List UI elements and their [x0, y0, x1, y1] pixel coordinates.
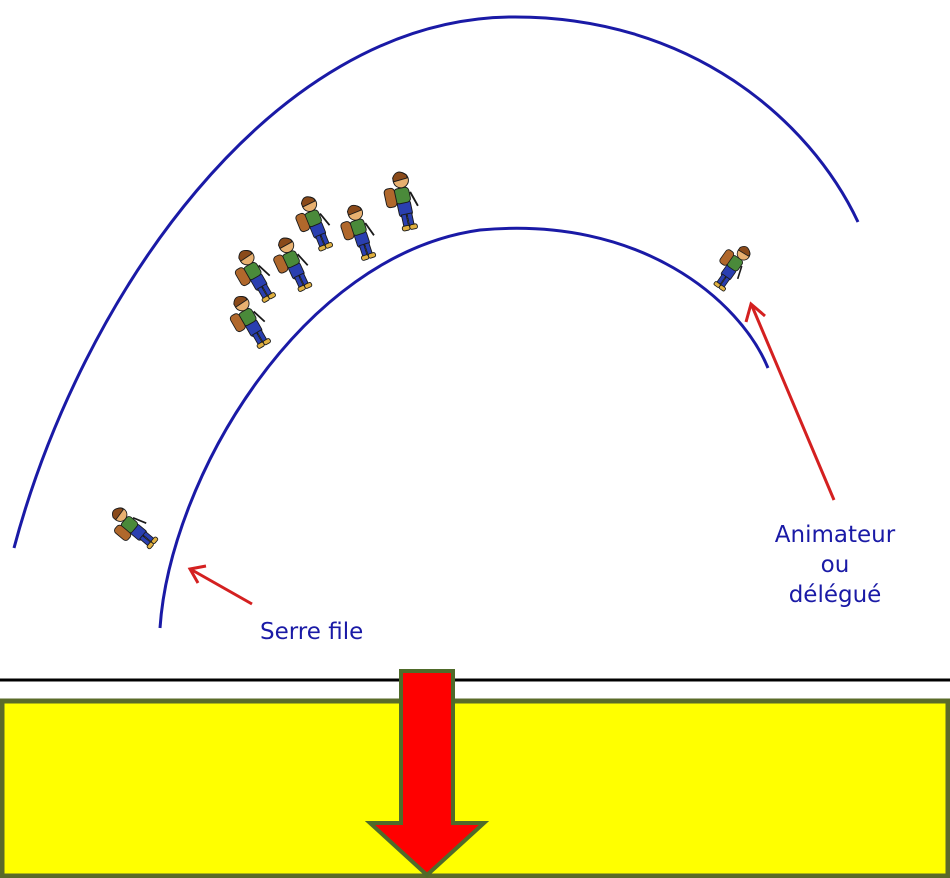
inner-arc-path [158, 226, 770, 629]
red-pointer-arrow-icon [744, 301, 836, 501]
animateur-line-1: Animateur [774, 522, 896, 548]
hiker-icon [288, 191, 339, 257]
red-pointer-arrow-icon [187, 564, 253, 606]
yellow-panel [0, 698, 950, 878]
hiker-icon [265, 232, 318, 298]
hiker-icon [379, 168, 424, 235]
hiker-icon [102, 501, 163, 558]
animateur-line-3: délégué [788, 582, 882, 608]
big-red-down-arrow-icon [364, 669, 490, 878]
animateur-line-2: ou [820, 552, 850, 578]
animateur-label: Animateur ou délégué [740, 520, 930, 610]
hiker-icon [334, 201, 382, 265]
outer-arc-path [12, 15, 860, 549]
hiker-icon [705, 237, 757, 295]
serre-file-label: Serre file [260, 619, 364, 645]
